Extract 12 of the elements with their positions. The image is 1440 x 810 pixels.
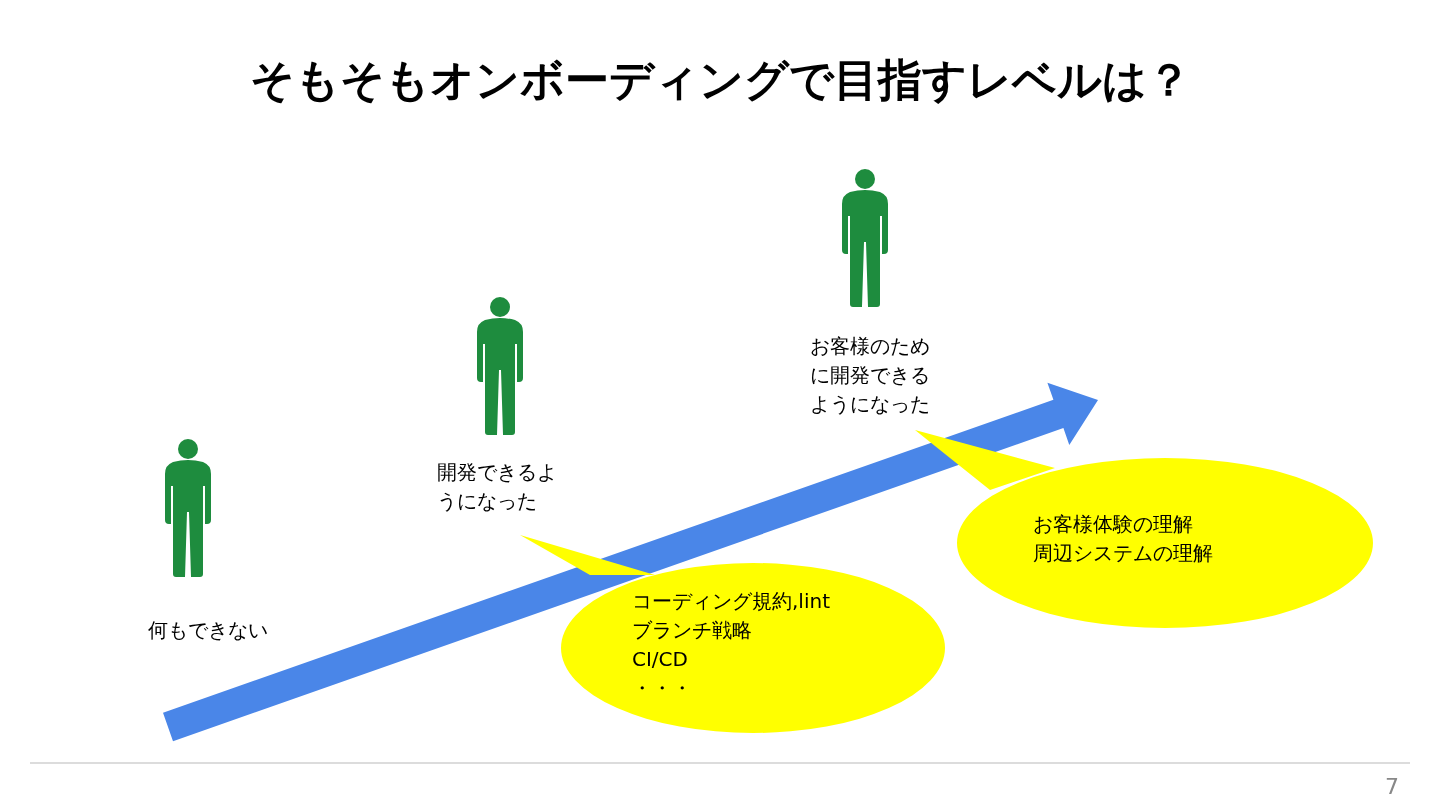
person-caption: お客様のために開発できるようになった [810,333,931,418]
title: そもそもオンボーディングで目指すレベルは？ [249,54,1191,105]
bubble-text: お客様体験の理解 [1033,511,1193,538]
bubble-text: CI/CD [632,646,688,673]
page-number: 7 [1385,773,1400,801]
bubble-text: コーディング規約,lint [632,588,830,615]
bubble-text: 周辺システムの理解 [1033,540,1213,567]
person-caption: 何もできない [148,617,269,644]
bubble-text: ブランチ戦略 [632,617,752,644]
block-arrow [163,382,1098,742]
bubble-text: ・・・ [632,675,692,702]
person-caption: 開発できるようになった [437,459,558,515]
